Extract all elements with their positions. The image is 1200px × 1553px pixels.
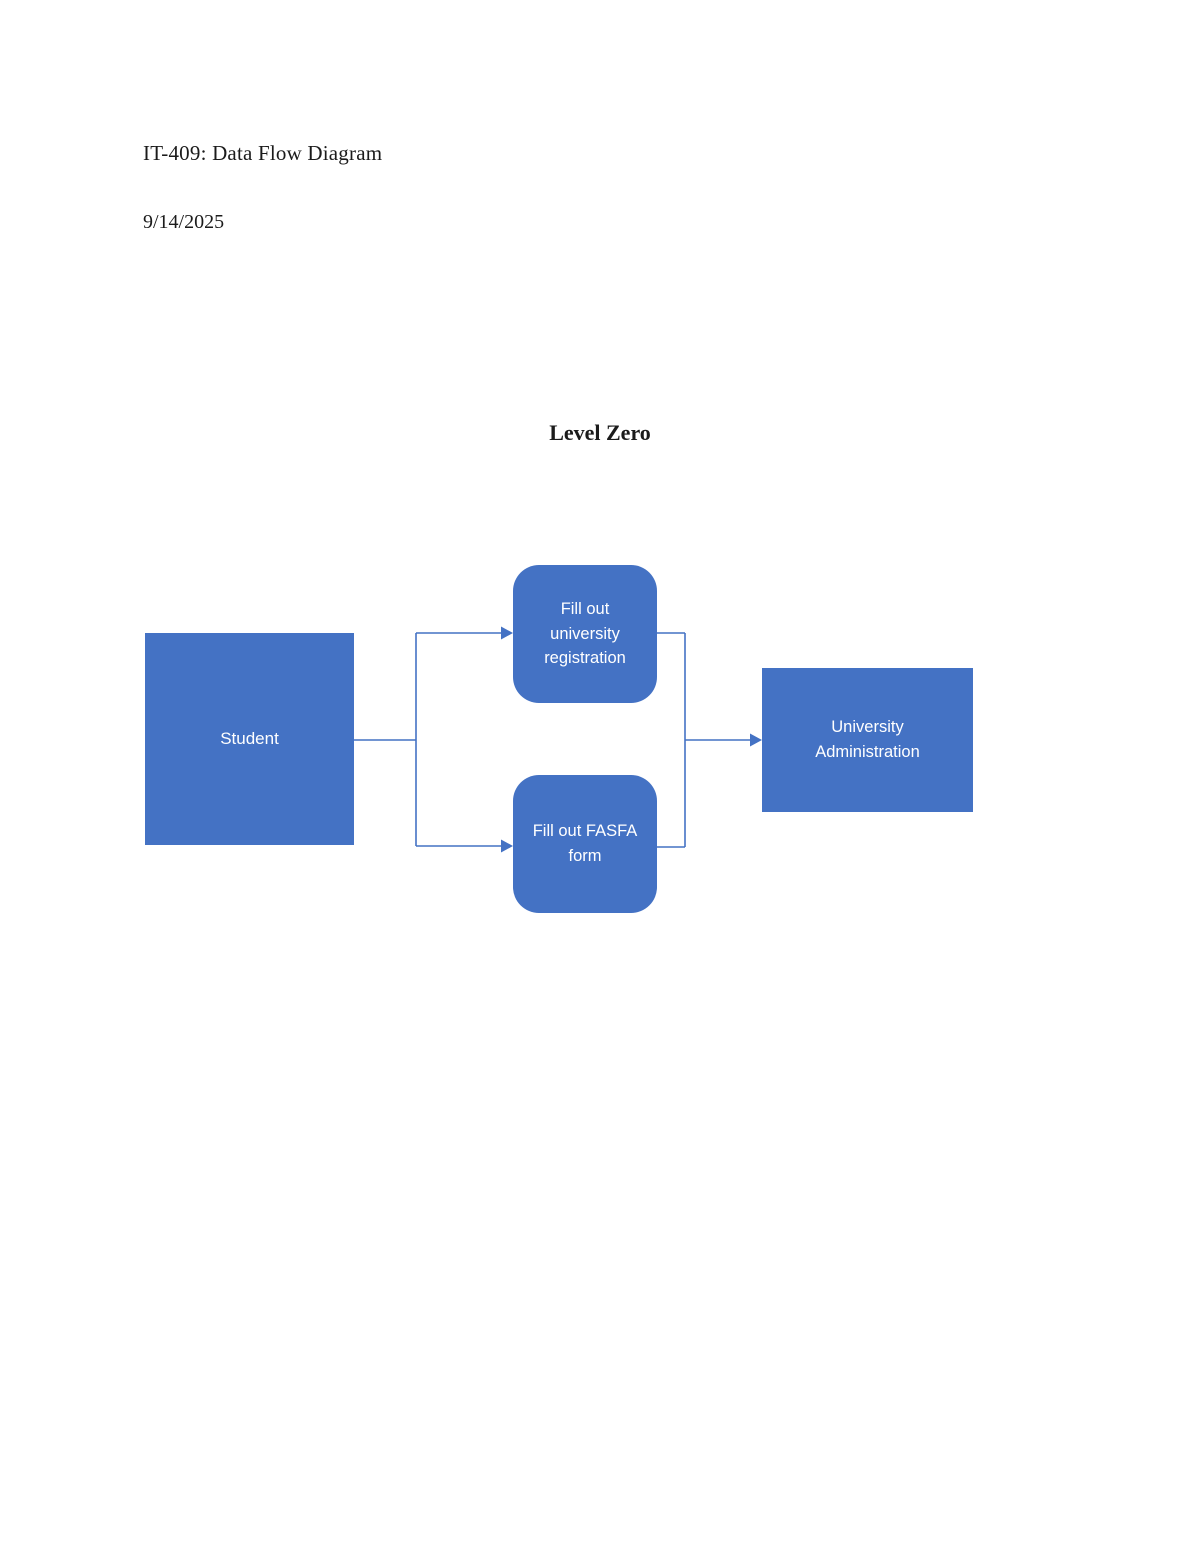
node-fill-out-fasfa-form: Fill out FASFA form bbox=[513, 775, 657, 913]
diagram-heading: Level Zero bbox=[549, 420, 651, 445]
node-university-administration: University Administration bbox=[762, 668, 973, 812]
document-date: 9/14/2025 bbox=[143, 211, 225, 233]
node-fill-out-university-registration: Fill out university registration bbox=[513, 565, 657, 703]
document-title: IT-409: Data Flow Diagram bbox=[143, 141, 383, 165]
arrowhead-into-registration bbox=[501, 626, 513, 640]
arrowhead-into-fasfa bbox=[501, 839, 513, 853]
node-student: Student bbox=[145, 633, 354, 845]
arrowhead-into-admin bbox=[750, 733, 762, 747]
